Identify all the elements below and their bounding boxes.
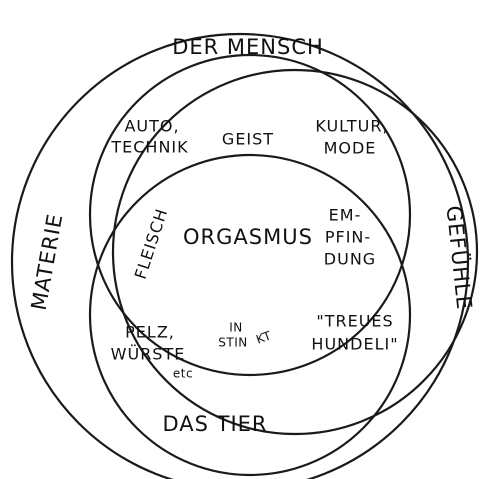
label-der-mensch: DER MENSCH [172,35,324,59]
label-stin: STIN [218,336,247,350]
circle-materie [10,32,470,479]
label-technik: TECHNIK [110,138,188,157]
circle-der-mensch [88,53,412,377]
circle-gefuehle [111,68,479,436]
label-in: IN [229,321,243,335]
circle-das-tier [88,153,412,477]
label-pfin: PFIN- [325,228,371,247]
label-treues: "TREUES [316,312,393,331]
label-pelz: PELZ, [125,323,175,342]
label-wuerste: WÜRSTE [111,345,186,364]
label-geist: GEIST [222,130,274,149]
label-dung: DUNG [324,250,376,269]
label-materie: MATERIE [27,211,68,312]
label-hundeli: HUNDELI" [311,335,398,354]
label-em: EM- [329,206,362,225]
label-das-tier: DAS TIER [162,412,267,436]
label-auto: AUTO, [124,117,179,136]
label-mode: MODE [324,139,377,158]
label-fleisch: FLEISCH [131,206,172,282]
label-gefuehle: GEFÜHLE [442,204,478,311]
label-kt: KT [254,328,273,346]
label-kultur: KULTUR, [315,117,388,136]
label-orgasmus: ORGASMUS [183,225,313,249]
label-etc: etc [173,367,193,381]
